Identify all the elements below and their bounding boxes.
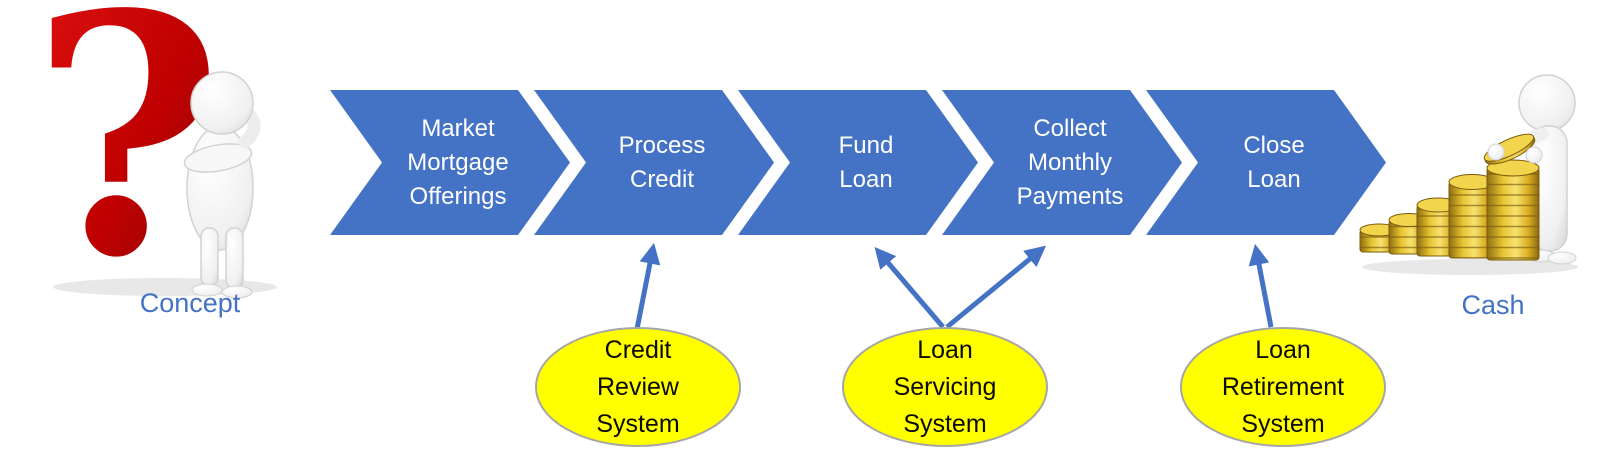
- system-label-line: Loan: [917, 335, 973, 364]
- step-label-line: Process: [618, 131, 706, 159]
- arrow-loan-servicing-to-fund-loan: [874, 247, 945, 329]
- coin-stacks-icon: [1359, 133, 1543, 261]
- arrow-loan-servicing-to-collect-monthly-payments: [945, 245, 1047, 329]
- system-label-line: System: [1241, 409, 1325, 438]
- arrow-loan-retirement-to-close-loan: [1248, 243, 1274, 328]
- system-label-line: Review: [597, 372, 679, 401]
- step-label-line: Loan: [1247, 165, 1301, 193]
- person-stacking-coins-icon: [1359, 74, 1578, 275]
- concept-label: Concept: [139, 288, 241, 318]
- system-label-line: Loan: [1255, 335, 1311, 364]
- system-label-line: Credit: [604, 335, 672, 364]
- system-label-line: Retirement: [1221, 372, 1345, 401]
- step-label-line: Fund: [838, 131, 894, 159]
- thinking-person-icon: [183, 71, 261, 299]
- thinking-person-question-mark-icon: ?: [30, 0, 277, 300]
- step-label-line: Mortgage: [407, 148, 509, 176]
- hand: [1525, 146, 1543, 164]
- arrow-credit-review-to-process-credit: [634, 242, 661, 330]
- step-market-mortgage-offerings: Market Mortgage Offerings: [330, 90, 570, 235]
- system-label-line: System: [596, 409, 680, 438]
- system-loan-servicing: Loan Servicing System: [842, 327, 1048, 447]
- step-label-line: Collect: [1033, 114, 1107, 142]
- step-label-line: Offerings: [409, 182, 507, 210]
- system-loan-retirement: Loan Retirement System: [1180, 327, 1386, 447]
- coin-stack: [1486, 159, 1540, 261]
- system-label-line: System: [903, 409, 987, 438]
- step-label-line: Credit: [629, 165, 695, 193]
- step-label-line: Monthly: [1027, 148, 1113, 176]
- floor-shadow: [1362, 259, 1578, 275]
- step-label-line: Payments: [1016, 182, 1124, 210]
- step-label-line: Market: [421, 114, 495, 142]
- system-label-line: Servicing: [893, 372, 997, 401]
- hand: [1487, 143, 1505, 161]
- cash-label: Cash: [1461, 290, 1525, 320]
- coin-stack: [1448, 174, 1496, 259]
- question-mark-icon: ?: [30, 0, 223, 300]
- step-label-line: Close: [1243, 131, 1305, 159]
- step-fund-loan: Fund Loan: [738, 90, 978, 235]
- step-label-line: Loan: [839, 165, 893, 193]
- system-credit-review: Credit Review System: [535, 327, 741, 447]
